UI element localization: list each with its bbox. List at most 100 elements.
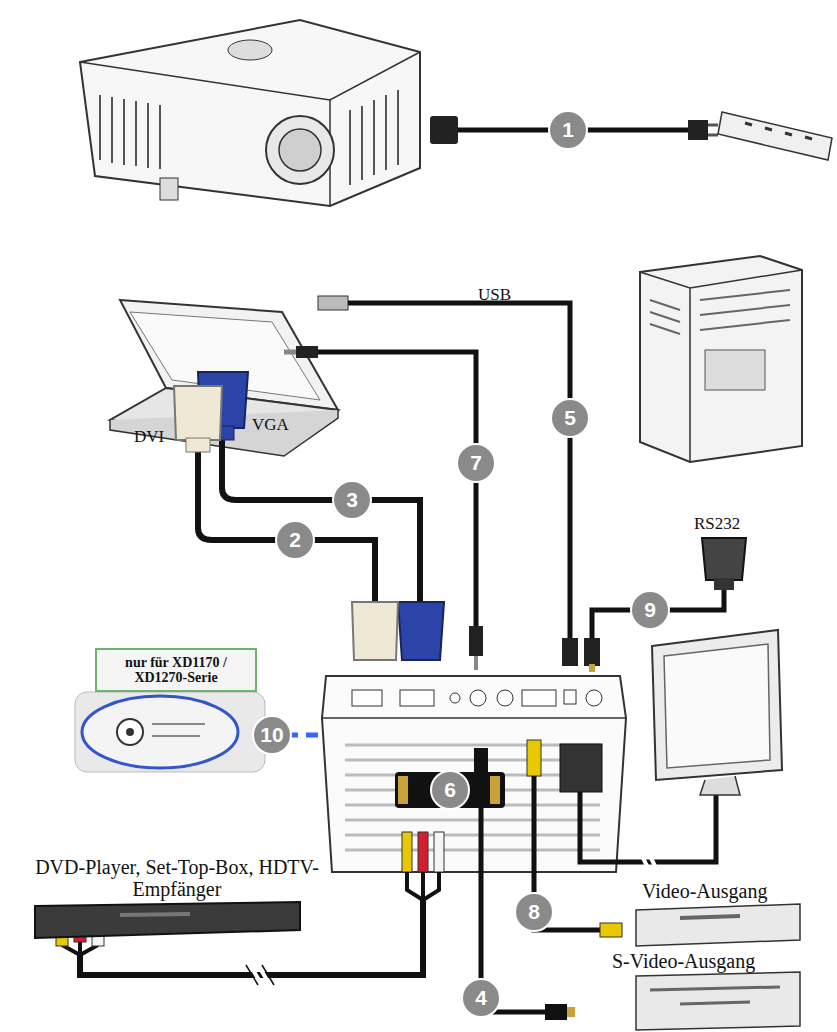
s-video-device [650,987,780,1004]
port-label: DVI [134,428,184,447]
projector-front [80,20,420,206]
callout-number: 7 [456,443,496,483]
rs232-cable [714,578,734,590]
rs232-cable [702,538,746,580]
note-text: nur für XD1170 / XD1270-Serie [103,655,249,686]
port-label: Video-Ausgang [642,880,812,902]
audio-cable [474,656,478,670]
projector-rear [322,717,626,719]
callout-circles [253,111,669,1017]
callout-circles [276,521,314,559]
vga-cable [198,372,444,660]
monitor [700,776,740,795]
projector-front [266,116,334,184]
callout-number: 4 [461,978,501,1018]
projector-rear [398,776,408,804]
dc-output-inset [126,728,134,736]
port-label: VGA [252,416,302,435]
projector-front [160,178,178,200]
power-cable [430,116,458,144]
vcr-device [636,904,800,946]
projector-front [228,40,272,60]
power-strip [718,112,832,160]
power-cable [708,125,718,135]
pc-tower [700,290,790,330]
rca-cable [407,872,439,900]
dvi-cable [174,386,222,440]
usb-cable [562,638,578,666]
callout-circles [549,111,587,149]
monitor [652,630,782,795]
callout-number: 9 [630,590,670,630]
callout-number: 5 [550,398,590,438]
callout-circles [333,481,371,519]
monitor [664,644,770,768]
dvd-player [35,902,300,938]
projector-rear [522,690,556,706]
monitor-cable [640,852,658,872]
usb-cable [318,296,578,666]
rca-cable [434,832,444,872]
pc-tower [640,256,802,462]
rca-cable [250,965,270,985]
dvd-player [35,902,300,938]
callout-number: 8 [514,892,554,932]
pc-tower [705,350,765,390]
dc-output-inset [75,692,265,772]
audio-cable [284,346,483,670]
power-strip [718,112,832,160]
port-label: S-Video-Ausgang [612,950,812,972]
callout-number: 2 [275,520,315,560]
projector-front [80,20,420,206]
projector-rear [400,690,434,706]
monitor-cable [580,790,716,862]
vcr-device [680,916,740,918]
projector-rear [564,690,576,704]
rs232-cable [589,664,595,672]
usb-cable [318,296,348,310]
pc-tower [650,300,680,334]
vcr-device [636,904,800,946]
vga-cable [222,438,420,602]
dc-output-inset [152,724,205,736]
projector-front [350,90,398,185]
projector-rear [490,776,500,804]
power-cable [688,120,708,140]
power-strip [745,123,812,139]
port-label: USB [478,286,538,305]
callout-number: 3 [332,480,372,520]
note-box: nur für XD1170 / XD1270-Serie [95,648,257,692]
audio-cable [296,346,318,358]
s-video-cable [545,1004,567,1020]
laptop [110,300,338,456]
callout-circles [462,979,500,1017]
vga-cable [398,602,444,660]
audio-cable [318,352,476,628]
dvi-cable [198,450,375,602]
callout-number: 10 [252,715,292,755]
video-cable [600,923,622,937]
projector-rear [497,690,513,706]
projector-rear [450,693,460,703]
video-cable [527,740,541,776]
callout-circles [431,771,469,809]
monitor [652,630,782,780]
callout-circles [253,716,291,754]
callout-number: 1 [548,110,588,150]
s-video-cable [474,748,488,778]
projector-front [279,129,321,171]
rca-cable [402,832,412,872]
callout-circles [457,444,495,482]
dvi-cable [174,386,398,660]
device-label: DVD-Player, Set-Top-Box, HDTV-Empfänger [22,856,332,900]
callout-circles [551,399,589,437]
port-label: RS232 [694,515,774,534]
callout-circles [515,893,553,931]
dc-output-inset [117,719,143,745]
rs232-cable [584,638,600,666]
s-video-cable [567,1007,575,1017]
projector-rear [586,690,602,706]
s-video-device [636,972,800,1030]
dvi-cable [352,602,398,660]
